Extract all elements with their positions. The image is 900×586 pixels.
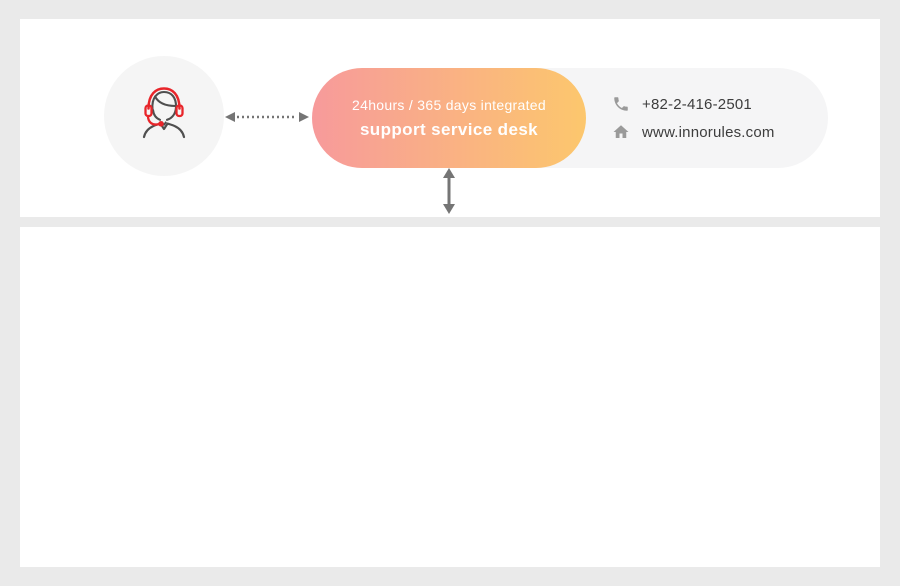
dotted-horizontal-double-arrow-icon (225, 109, 309, 130)
pill-subtitle: 24hours / 365 days integrated (352, 97, 546, 113)
support-agent-headset-icon (138, 85, 190, 148)
phone-number: +82-2-416-2501 (642, 95, 752, 113)
support-agent-circle (104, 56, 224, 176)
phone-icon (612, 95, 630, 113)
contact-row-phone: +82-2-416-2501 (612, 92, 775, 116)
website-url[interactable]: www.innorules.com (642, 123, 775, 141)
support-service-pill: 24hours / 365 days integrated support se… (312, 68, 586, 168)
bottom-content-band (20, 227, 880, 567)
home-icon (612, 123, 630, 141)
vertical-double-arrow-icon (440, 168, 458, 219)
pill-title: support service desk (359, 120, 539, 139)
contact-row-website: www.innorules.com (612, 120, 775, 144)
contact-list: +82-2-416-2501 www.innorules.com (612, 92, 775, 144)
